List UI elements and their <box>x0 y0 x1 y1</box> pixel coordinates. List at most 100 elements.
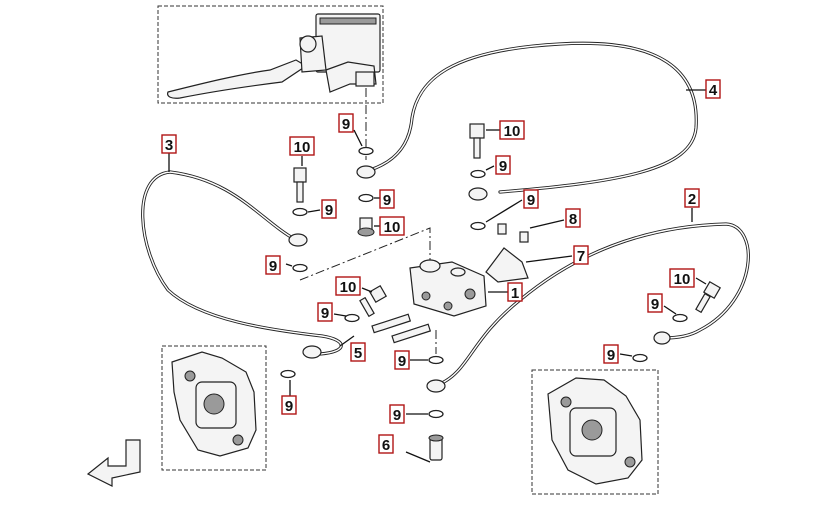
callout-4: 4 <box>705 79 721 99</box>
callout-10: 10 <box>335 276 361 296</box>
leader-9d <box>285 263 293 267</box>
leader-9l <box>619 353 633 357</box>
bleeder-valve <box>405 434 444 463</box>
callout-number: 9 <box>499 158 507 175</box>
washer <box>632 353 648 363</box>
leader-5 <box>339 335 355 347</box>
callout-number: 10 <box>340 279 357 296</box>
banjo-bolt-top <box>357 217 375 237</box>
callout-number: 9 <box>398 353 406 370</box>
callout-9: 9 <box>338 113 354 133</box>
callout-10: 10 <box>669 268 695 288</box>
leader-7 <box>525 255 573 263</box>
callout-5: 5 <box>350 342 366 362</box>
washer <box>292 263 308 273</box>
callout-10: 10 <box>379 216 405 236</box>
callout-number: 9 <box>342 116 350 133</box>
callout-number: 2 <box>688 191 696 208</box>
right-brake-caliper <box>547 377 643 485</box>
callout-9: 9 <box>603 344 619 364</box>
washer <box>292 207 308 217</box>
leader-9c <box>307 209 321 213</box>
callout-9: 9 <box>523 189 539 209</box>
callout-9: 9 <box>495 155 511 175</box>
bracket-bolt <box>497 223 529 243</box>
washer <box>428 409 444 419</box>
callout-number: 9 <box>321 305 329 322</box>
master-cylinder <box>167 13 381 99</box>
callout-number: 6 <box>382 437 390 454</box>
washer <box>358 193 374 203</box>
callout-9: 9 <box>317 302 333 322</box>
callout-9: 9 <box>394 350 410 370</box>
callout-9: 9 <box>265 255 281 275</box>
callout-8: 8 <box>565 208 581 228</box>
callout-6: 6 <box>378 434 394 454</box>
leader-9a <box>353 129 363 147</box>
leader-8 <box>529 219 565 229</box>
left-brake-caliper <box>171 351 257 457</box>
callout-number: 4 <box>709 82 718 99</box>
callout-number: 10 <box>674 271 691 288</box>
mounting-bracket <box>485 247 529 283</box>
callout-9: 9 <box>321 199 337 219</box>
banjo-fitting-left <box>288 233 308 247</box>
banjo-bolt-right <box>469 123 485 159</box>
callout-9: 9 <box>379 189 395 209</box>
callout-1: 1 <box>507 282 523 302</box>
banjo-bolt-caliper-right <box>695 280 722 314</box>
callout-9: 9 <box>647 293 663 313</box>
leader-9e <box>485 165 495 171</box>
callout-number: 3 <box>165 137 173 154</box>
leader-10e <box>695 277 707 285</box>
callout-number: 9 <box>651 296 659 313</box>
banjo-fitting-top <box>356 165 376 179</box>
hose-4 <box>368 41 698 194</box>
callout-number: 9 <box>325 202 333 219</box>
washer <box>344 313 360 323</box>
master-cylinder-group-box <box>157 5 384 104</box>
washer <box>280 369 296 379</box>
leader-9k <box>663 305 677 315</box>
washer <box>672 313 688 323</box>
mounting-bolts-5 <box>371 313 432 344</box>
left-caliper-group-box <box>161 345 267 471</box>
callout-10: 10 <box>289 136 315 156</box>
chain-line-2 <box>299 227 431 281</box>
hose-2 <box>438 222 750 386</box>
callout-number: 10 <box>294 139 311 156</box>
callout-number: 9 <box>607 347 615 364</box>
abs-hydraulic-unit <box>409 259 487 317</box>
banjo-bolt-left <box>293 167 307 203</box>
callout-10: 10 <box>499 120 525 140</box>
callout-number: 7 <box>577 248 585 265</box>
banjo-fitting-right <box>468 187 488 201</box>
callout-number: 9 <box>383 192 391 209</box>
callout-number: 10 <box>504 123 521 140</box>
washer <box>470 221 486 231</box>
washer <box>470 169 486 179</box>
callout-number: 9 <box>527 192 535 209</box>
callout-3: 3 <box>161 134 177 154</box>
washer <box>428 355 444 365</box>
callout-2: 2 <box>684 188 700 208</box>
front-direction-arrow-icon <box>86 439 141 487</box>
callout-9: 9 <box>389 404 405 424</box>
leader-9f <box>485 199 523 223</box>
callout-number: 9 <box>393 407 401 424</box>
leader-10d <box>361 287 373 293</box>
callout-number: 9 <box>269 258 277 275</box>
washer <box>358 146 374 156</box>
right-caliper-group-box <box>531 369 659 495</box>
callout-9: 9 <box>281 395 297 415</box>
callout-number: 8 <box>569 211 577 228</box>
leader-9g <box>333 313 347 317</box>
callout-number: 9 <box>285 398 293 415</box>
banjo-fitting-caliper-right <box>653 331 671 345</box>
callout-number: 10 <box>384 219 401 236</box>
callout-number: 1 <box>511 285 519 302</box>
banjo-fitting-lower <box>426 379 446 393</box>
callout-number: 5 <box>354 345 362 362</box>
